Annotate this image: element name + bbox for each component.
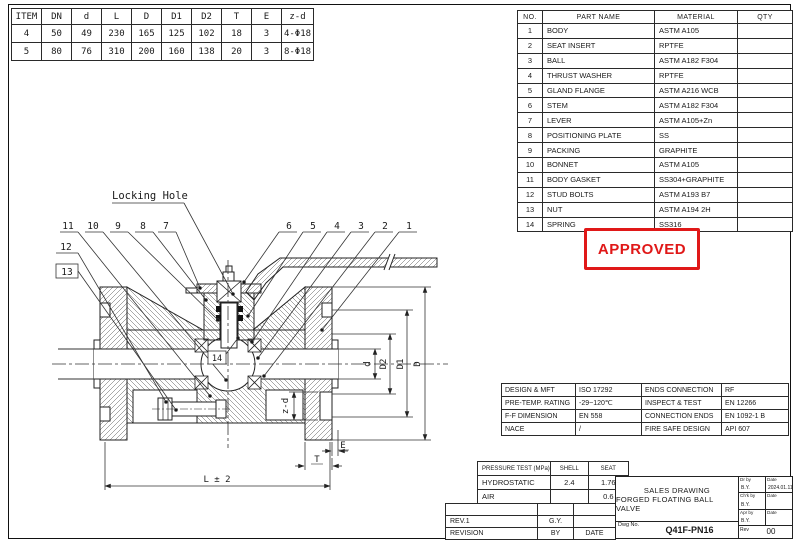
signer-name: B.Y. xyxy=(741,517,750,524)
pressure-test-table: PRESSURE TEST (MPa) SHELL SEAT HYDROSTAT… xyxy=(477,461,629,504)
dim-d2-label: D2 xyxy=(379,359,389,370)
callout-14: 14 xyxy=(212,354,222,364)
stud-bolt xyxy=(152,397,232,421)
callout-9: 9 xyxy=(115,221,121,232)
dwg-no-value: Q41F-PN16 xyxy=(665,525,714,535)
callout-1: 1 xyxy=(406,221,412,232)
dim-d1-label: D1 xyxy=(396,359,406,370)
table-header-row: PRESSURE TEST (MPa) SHELL SEAT xyxy=(477,461,629,476)
seat-inserts xyxy=(194,338,262,390)
role-label: Dr by xyxy=(740,477,751,482)
callout-12: 12 xyxy=(60,242,71,253)
callout-13: 13 xyxy=(61,267,72,278)
rev-cell: Rev 00 xyxy=(739,526,792,538)
date-value xyxy=(766,508,792,509)
approved-stamp-label: APPROVED xyxy=(597,240,687,258)
callout-leaders xyxy=(55,202,417,412)
callout-10: 10 xyxy=(87,221,99,232)
dim-T-label: T xyxy=(314,455,320,465)
date-value: 2024.01.11 xyxy=(768,485,792,492)
drawing-title-line1: SALES DRAWING xyxy=(643,485,711,495)
signer-name: B.Y. xyxy=(741,501,750,508)
title-block: SALES DRAWING FORGED FLOATING BALL VALVE… xyxy=(615,476,793,539)
date-value xyxy=(766,524,792,525)
dim-L-label: L ± 2 xyxy=(203,475,230,485)
centerlines xyxy=(52,260,448,448)
callout-11: 11 xyxy=(62,221,74,232)
date-label: Date xyxy=(767,493,777,499)
sheet-border xyxy=(8,4,791,539)
callout-6: 6 xyxy=(286,221,292,232)
rev-value: 00 xyxy=(766,527,776,537)
date-label: Date xyxy=(767,509,777,515)
rev-label: Rev xyxy=(740,526,749,533)
locking-hole-label: Locking Hole xyxy=(112,190,188,202)
dim-zd-label: z-d xyxy=(281,398,291,414)
date-label: Date xyxy=(767,477,777,482)
lever-handle xyxy=(245,253,438,301)
callout-4: 4 xyxy=(334,221,340,232)
signer-name: B.Y. xyxy=(741,485,750,492)
role-label: Apr by xyxy=(740,509,754,515)
sign-row-drawn: Dr by B.Y. Date 2024.01.11 xyxy=(739,477,792,494)
callout-8: 8 xyxy=(140,221,146,232)
dimension-lines xyxy=(104,286,431,490)
callout-7: 7 xyxy=(163,221,169,232)
callout-5: 5 xyxy=(310,221,316,232)
role-label: Ch'k by xyxy=(740,493,756,499)
dim-E-label: E xyxy=(340,441,345,451)
callout-3: 3 xyxy=(358,221,364,232)
approved-stamp: APPROVED xyxy=(584,228,700,270)
stem-assembly xyxy=(185,265,262,349)
dwg-no-label: Dwg No. xyxy=(618,522,640,528)
drawing-title-line2: FORGED FLOATING BALL VALVE xyxy=(616,494,714,513)
drawing-title: SALES DRAWING FORGED FLOATING BALL VALVE xyxy=(616,477,738,521)
table-row xyxy=(445,503,616,516)
callout-2: 2 xyxy=(382,221,388,232)
sign-row-checked: Ch'k by B.Y. Date xyxy=(739,493,792,510)
dim-d-label: d xyxy=(363,361,373,366)
sign-row-approved: Apr by B.Y. Date xyxy=(739,509,792,526)
dim-D-label: D xyxy=(413,361,423,366)
